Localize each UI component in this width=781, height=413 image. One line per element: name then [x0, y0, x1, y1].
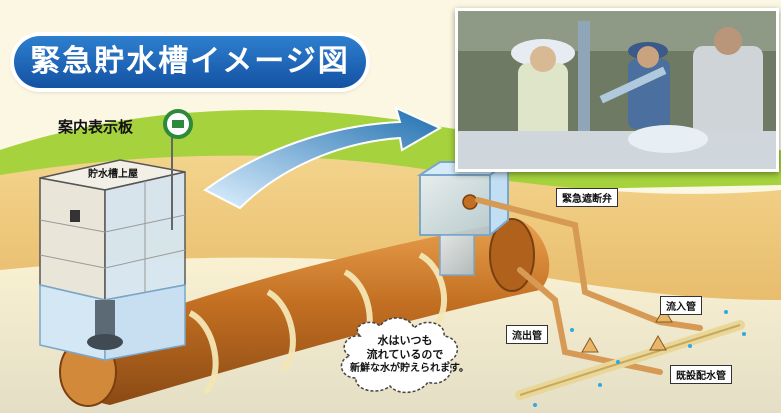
- guide-board-label: 案内表示板: [58, 118, 134, 136]
- note-line-1: 水はいつも: [377, 334, 433, 347]
- shutoff-valve-label: 緊急遮断弁: [556, 188, 618, 207]
- inflow-pipe-label: 流入管: [660, 296, 702, 315]
- note-bubble: 水はいつも 流れているので 新鮮な水が貯えられます。: [350, 334, 469, 376]
- photo-art: [458, 11, 776, 169]
- tank-top-label: 貯水槽上屋: [88, 169, 138, 180]
- note-line-2: 流れているので: [366, 348, 444, 361]
- inset-photo: [455, 8, 779, 172]
- outflow-pipe-label: 流出管: [506, 325, 548, 344]
- page-title: 緊急貯水槽イメージ図: [14, 36, 366, 88]
- note-line-3: 新鮮な水が貯えられます。: [350, 363, 469, 374]
- existing-main-label: 既設配水管: [670, 365, 732, 384]
